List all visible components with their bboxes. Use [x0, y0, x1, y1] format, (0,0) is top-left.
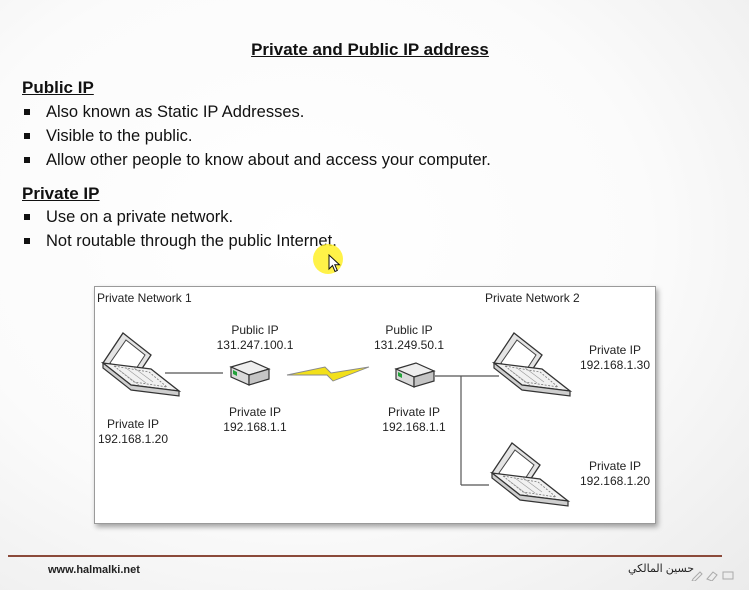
- ip-value: 192.168.1.1: [369, 420, 459, 435]
- bullet-text: Not routable through the public Internet…: [46, 232, 337, 250]
- mouse-pointer-icon: [328, 254, 342, 274]
- laptop1-private-ip: Private IP 192.168.1.20: [95, 417, 171, 447]
- laptop2-private-ip: Private IP 192.168.1.30: [575, 343, 655, 373]
- laptop-icon-network2-a: [494, 333, 570, 396]
- bullet-icon: [24, 214, 30, 220]
- network2-label: Private Network 2: [485, 291, 580, 306]
- bullet-icon: [24, 133, 30, 139]
- private-ip-heading: Private IP: [22, 184, 100, 204]
- bullet-icon: [24, 157, 30, 163]
- laptop-icon-network1: [103, 333, 179, 396]
- menu-icon[interactable]: [723, 572, 733, 579]
- router-icon-network2: [396, 363, 434, 387]
- ip-label: Private IP: [575, 459, 655, 474]
- network-diagram: Private Network 1 Private Network 2 Publ…: [94, 286, 656, 524]
- list-item: Also known as Static IP Addresses.: [22, 100, 491, 124]
- ip-label: Public IP: [359, 323, 459, 338]
- router2-private-ip: Private IP 192.168.1.1: [369, 405, 459, 435]
- router-icon-network1: [231, 361, 269, 385]
- eraser-icon[interactable]: [707, 572, 717, 581]
- ip-value: 192.168.1.1: [210, 420, 300, 435]
- ip-value: 192.168.1.20: [575, 474, 655, 489]
- ip-label: Private IP: [575, 343, 655, 358]
- ip-label: Public IP: [205, 323, 305, 338]
- laptop-icon-network2-b: [492, 443, 568, 506]
- ip-value: 131.249.50.1: [359, 338, 459, 353]
- network1-label: Private Network 1: [97, 291, 192, 306]
- ip-value: 131.247.100.1: [205, 338, 305, 353]
- router2-public-ip: Public IP 131.249.50.1: [359, 323, 459, 353]
- bullet-text: Allow other people to know about and acc…: [46, 151, 491, 169]
- footer-author: حسين المالكي: [628, 562, 694, 575]
- ip-value: 192.168.1.30: [575, 358, 655, 373]
- router1-private-ip: Private IP 192.168.1.1: [210, 405, 300, 435]
- footer-website: www.halmalki.net: [48, 564, 140, 576]
- private-ip-bullet-list: Use on a private network. Not routable t…: [22, 205, 337, 253]
- list-item: Allow other people to know about and acc…: [22, 148, 491, 172]
- internet-link-bolt-icon: [287, 367, 369, 381]
- bullet-text: Visible to the public.: [46, 127, 192, 145]
- public-ip-heading: Public IP: [22, 78, 94, 98]
- footer-divider: [8, 555, 722, 557]
- ip-value: 192.168.1.20: [95, 432, 171, 447]
- router1-public-ip: Public IP 131.247.100.1: [205, 323, 305, 353]
- bullet-icon: [24, 238, 30, 244]
- public-ip-bullet-list: Also known as Static IP Addresses. Visib…: [22, 100, 491, 172]
- pen-icon[interactable]: [692, 572, 702, 581]
- bullet-text: Use on a private network.: [46, 208, 233, 226]
- list-item: Not routable through the public Internet…: [22, 229, 337, 253]
- bullet-icon: [24, 109, 30, 115]
- slide-controls[interactable]: [691, 569, 739, 581]
- ip-label: Private IP: [95, 417, 171, 432]
- bullet-text: Also known as Static IP Addresses.: [46, 103, 304, 121]
- list-item: Use on a private network.: [22, 205, 337, 229]
- slide-title: Private and Public IP address: [0, 40, 740, 60]
- laptop3-private-ip: Private IP 192.168.1.20: [575, 459, 655, 489]
- ip-label: Private IP: [369, 405, 459, 420]
- ip-label: Private IP: [210, 405, 300, 420]
- list-item: Visible to the public.: [22, 124, 491, 148]
